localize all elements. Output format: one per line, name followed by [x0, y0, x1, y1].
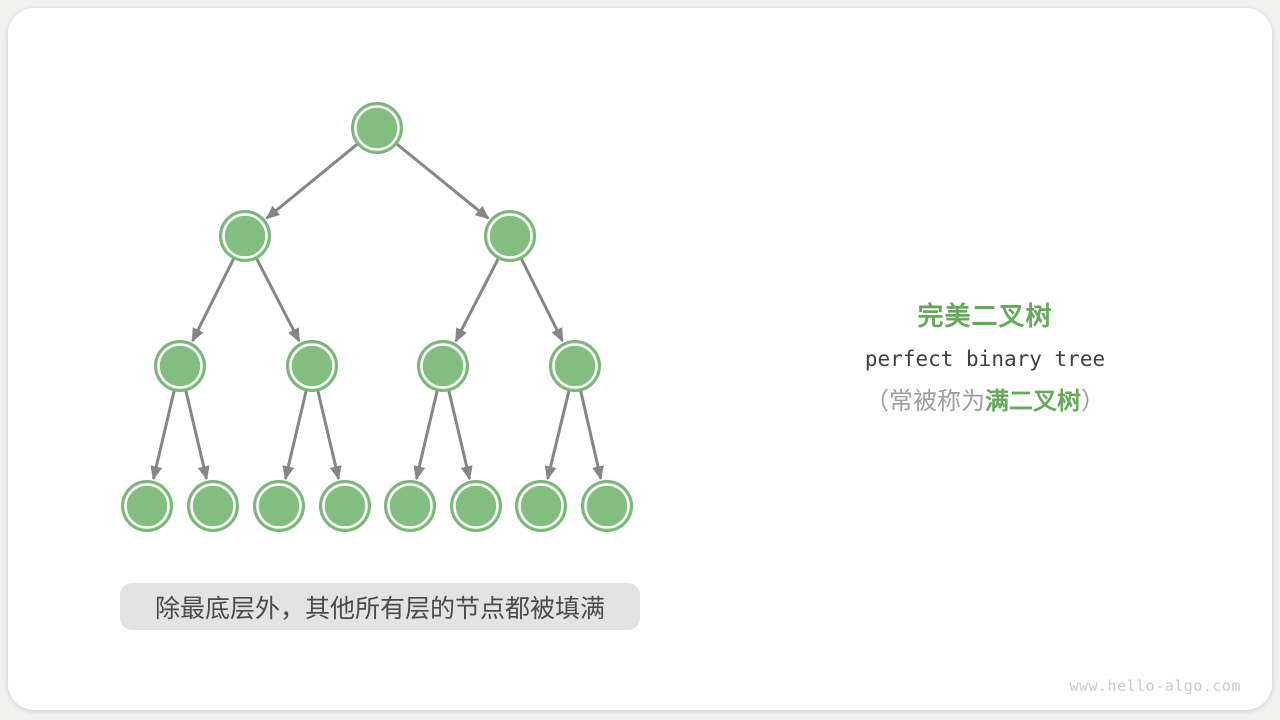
- tree-type-alias: （常被称为满二叉树）: [820, 387, 1150, 417]
- tree-type-title-en: perfect binary tree: [864, 347, 1106, 371]
- tree-type-label: 完美二叉树 perfect binary tree （常被称为满二叉树）: [820, 300, 1150, 417]
- alias-term: 满二叉树: [985, 388, 1081, 415]
- tree-type-title-zh: 完美二叉树: [917, 301, 1053, 331]
- watermark: www.hello-algo.com: [1069, 677, 1241, 695]
- alias-suffix: ）: [1081, 388, 1105, 415]
- alias-prefix: （常被称为: [865, 388, 985, 415]
- caption-label: 除最底层外，其他所有层的节点都被填满: [120, 583, 640, 630]
